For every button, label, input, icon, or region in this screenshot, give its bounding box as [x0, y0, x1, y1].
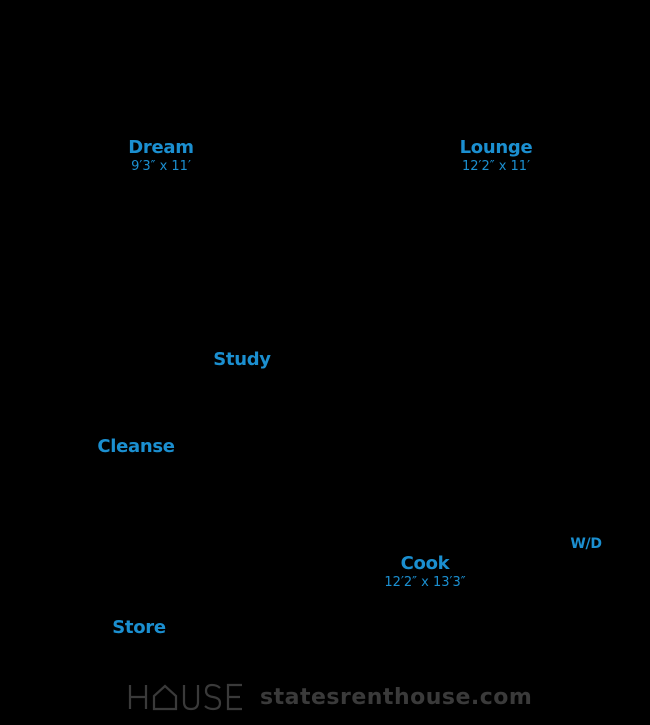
room-lounge-dimensions: 12′2″ x 11′	[461, 159, 531, 174]
room-cook-name: Cook	[400, 553, 450, 574]
room-cook: Cook 12′2″ x 13′3″	[384, 553, 465, 591]
room-lounge: Lounge 12′2″ x 11′	[460, 137, 533, 175]
room-wd-name: W/D	[570, 536, 602, 552]
site-url: statesrenthouse.com	[260, 684, 533, 710]
house-logo-icon	[128, 683, 242, 711]
house-logo	[128, 680, 246, 714]
room-store: Store	[112, 617, 166, 639]
room-wd: W/D	[570, 535, 602, 553]
watermark-footer: statesrenthouse.com	[128, 680, 532, 714]
room-dream-dimensions: 9′3″ x 11′	[131, 159, 191, 174]
room-lounge-name: Lounge	[459, 137, 533, 158]
room-dream-name: Dream	[128, 137, 194, 158]
room-cook-dimensions: 12′2″ x 13′3″	[384, 575, 466, 590]
room-dream: Dream 9′3″ x 11′	[128, 137, 194, 175]
room-study-name: Study	[213, 349, 271, 370]
room-cleanse-name: Cleanse	[97, 436, 175, 457]
room-study: Study	[213, 349, 271, 371]
room-store-name: Store	[112, 617, 166, 638]
room-cleanse: Cleanse	[97, 436, 175, 458]
